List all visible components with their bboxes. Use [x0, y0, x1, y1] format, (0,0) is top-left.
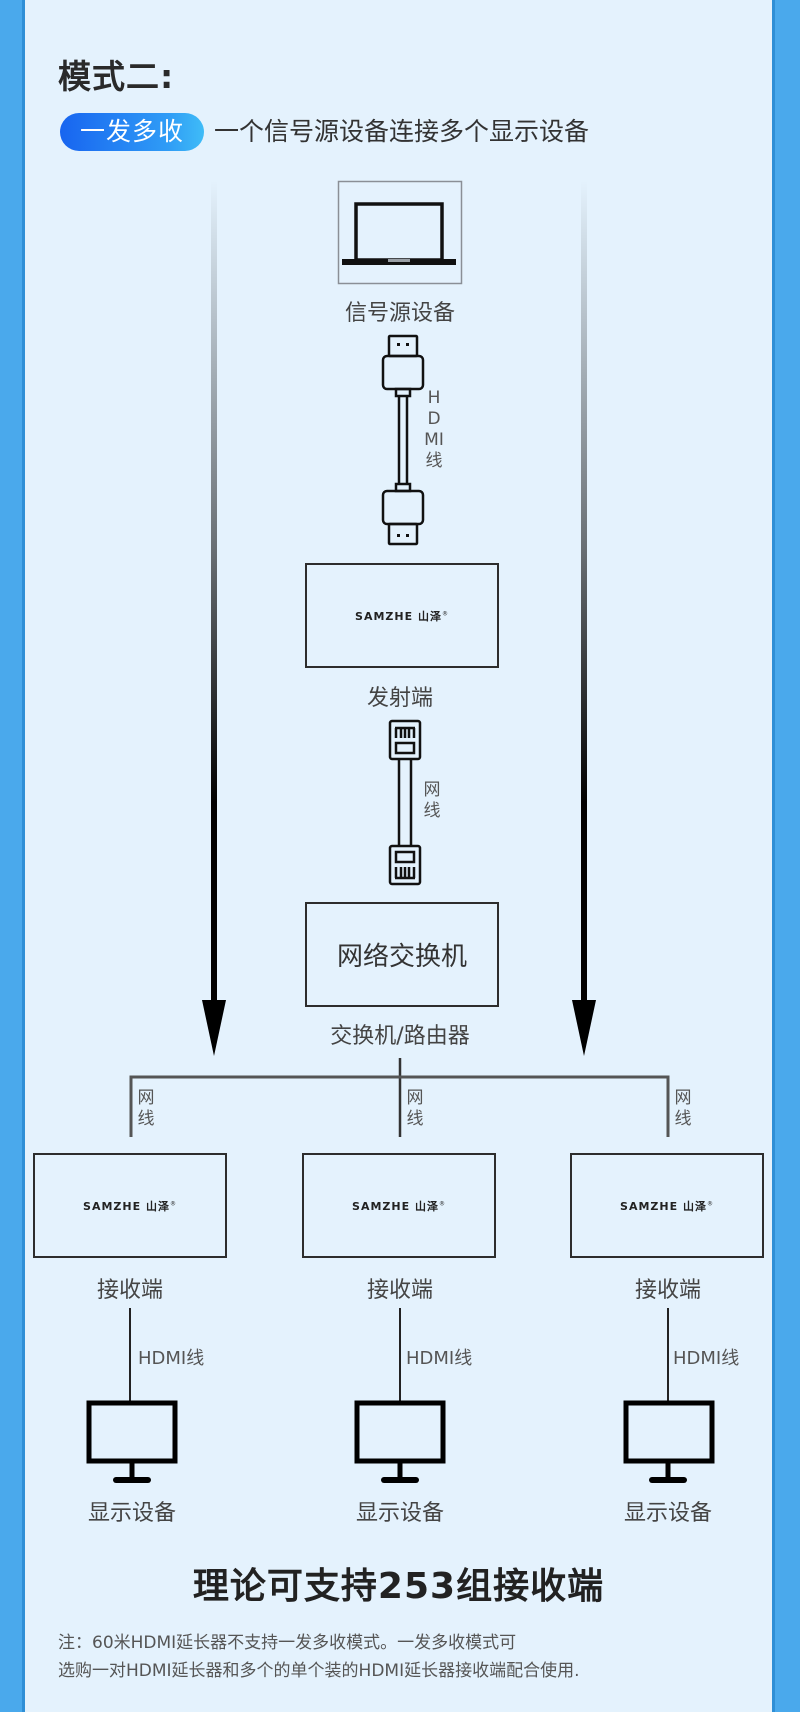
page-title: 模式二:	[58, 57, 175, 96]
display-label-1: 显示设备	[87, 1501, 176, 1526]
hdmi-out-label-1: HDMI线	[138, 1348, 205, 1369]
content-panel	[25, 0, 772, 1712]
panel-edge-left	[22, 0, 25, 1712]
switch-box-text: 网络交换机	[336, 942, 467, 972]
receiver-label-1: 接收端	[96, 1278, 163, 1303]
samzhe-logo: SAMZHE 山泽®	[352, 1199, 446, 1213]
receiver-box-1: SAMZHE 山泽®	[33, 1153, 227, 1258]
laptop-icon	[342, 202, 456, 265]
mode-badge: 一发多收	[60, 113, 204, 151]
receiver-box-3: SAMZHE 山泽®	[570, 1153, 764, 1258]
hdmi-cable-label: HDMI线	[424, 388, 444, 471]
samzhe-logo: SAMZHE 山泽®	[83, 1199, 177, 1213]
monitor-icon	[86, 1400, 178, 1483]
capacity-headline: 理论可支持253组接收端	[192, 1566, 605, 1607]
panel-edge-right	[772, 0, 775, 1712]
samzhe-logo: SAMZHE 山泽®	[355, 609, 449, 623]
network-bus-line	[129, 1075, 670, 1137]
source-frame	[337, 180, 463, 285]
display-label-2: 显示设备	[355, 1501, 444, 1526]
hdmi-out-label-3: HDMI线	[673, 1348, 740, 1369]
switch-label: 交换机/路由器	[330, 1024, 470, 1049]
display-label-3: 显示设备	[623, 1501, 712, 1526]
ethernet-cable-label: 网线	[423, 780, 441, 821]
receiver-cable-label-2: 网线	[406, 1088, 424, 1129]
receiver-cable-label-1: 网线	[137, 1088, 155, 1129]
monitor-icon	[623, 1400, 715, 1483]
mode-description: 一个信号源设备连接多个显示设备	[214, 117, 590, 146]
transmitter-label: 发射端	[366, 686, 433, 711]
samzhe-logo: SAMZHE 山泽®	[620, 1199, 714, 1213]
hdmi-out-label-2: HDMI线	[406, 1348, 473, 1369]
flow-arrow-right-icon	[572, 180, 596, 1056]
hdmi-cable-icon	[381, 334, 425, 546]
note-line-1: 注：60米HDMI延长器不支持一发多收模式。一发多收模式可	[58, 1633, 517, 1653]
switch-box: 网络交换机	[305, 902, 499, 1007]
ethernet-cable-icon	[388, 719, 422, 886]
source-label: 信号源设备	[344, 301, 455, 326]
receiver-cable-label-3: 网线	[674, 1088, 692, 1129]
receiver-label-2: 接收端	[366, 1278, 433, 1303]
monitor-icon	[354, 1400, 446, 1483]
transmitter-box: SAMZHE 山泽®	[305, 563, 499, 668]
note-line-2: 选购一对HDMI延长器和多个的单个装的HDMI延长器接收端配合使用.	[58, 1661, 580, 1681]
receiver-label-3: 接收端	[634, 1278, 701, 1303]
flow-arrow-left-icon	[202, 180, 226, 1056]
receiver-box-2: SAMZHE 山泽®	[302, 1153, 496, 1258]
